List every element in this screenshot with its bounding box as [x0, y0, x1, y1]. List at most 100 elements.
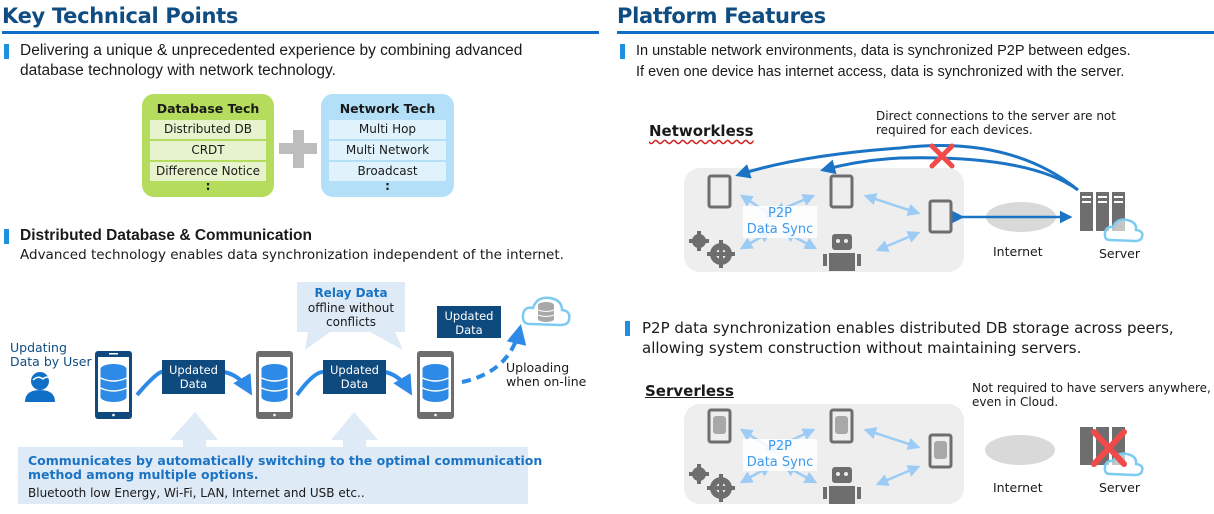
- networkless-note-line-2: required for each devices.: [876, 123, 1033, 137]
- p2p-data-sync-label: P2P Data Sync: [743, 206, 817, 238]
- gears-icon: [689, 231, 735, 268]
- cloud-icon: [1103, 218, 1144, 243]
- upload-line-1: Uploading: [506, 360, 570, 375]
- phone-database-icon: [95, 351, 132, 419]
- internet-label: Internet: [993, 480, 1043, 495]
- platform-intro-line-2: If even one device has internet access, …: [636, 64, 1125, 80]
- user-label-line-1: Updating: [10, 340, 67, 355]
- tablet-icon: [829, 174, 854, 209]
- user-label: Updating Data by User: [10, 341, 92, 369]
- up-arrow: [170, 412, 218, 450]
- serverless-intro: P2P data synchronization enables distrib…: [642, 318, 1174, 358]
- upload-label: Uploading when on-line: [506, 361, 586, 389]
- internet-label: Internet: [993, 244, 1043, 259]
- tablet-database-icon: [707, 408, 732, 444]
- database-tech-more: :: [205, 179, 211, 193]
- updated-data-badge: Updated Data: [323, 360, 386, 394]
- networkless-diagram: [689, 143, 1144, 271]
- upload-line-2: when on-line: [506, 374, 587, 389]
- p2p-line-1: P2P: [768, 439, 792, 454]
- internet-cloud-icon: [985, 435, 1055, 465]
- tablet-database-icon: [829, 408, 854, 444]
- flow-diagram: [25, 282, 571, 450]
- phone-database-icon: [256, 351, 293, 419]
- intro-text: Delivering a unique & unprecedented expe…: [20, 41, 580, 81]
- updated-data-line-2: Data: [455, 323, 483, 337]
- network-tech-title: Network Tech: [339, 101, 436, 116]
- platform-intro-line-1: In unstable network environments, data i…: [636, 43, 1131, 59]
- updated-data-line-1: Updated: [330, 363, 379, 377]
- no-server-x-icon: [1091, 429, 1127, 467]
- gears-icon: [689, 464, 735, 502]
- communication-options: Bluetooth low Energy, Wi-Fi, LAN, Intern…: [28, 486, 365, 500]
- database-tech-title: Database Tech: [156, 101, 260, 116]
- updated-data-line-1: Updated: [444, 309, 494, 323]
- title-rule: [2, 31, 599, 34]
- robot-icon: [823, 234, 861, 271]
- tablet-icon: [928, 199, 953, 234]
- network-tech-item: Multi Network: [329, 141, 446, 160]
- p2p-line-2: Data Sync: [746, 222, 814, 237]
- p2p-line-2: Data Sync: [746, 455, 814, 470]
- bullet-marker: [625, 321, 630, 336]
- updated-data-line-2: Data: [179, 377, 208, 391]
- robot-icon: [823, 467, 861, 504]
- bullet-marker: [4, 44, 9, 59]
- intro-line-1: Delivering a unique & unprecedented expe…: [20, 42, 523, 59]
- communication-title-line-2: method among multiple options.: [28, 467, 259, 482]
- server-label: Server: [1099, 246, 1140, 261]
- serverless-note-line-1: Not required to have servers anywhere,: [972, 381, 1211, 395]
- relay-data-callout-text: Relay Data offline without conflicts: [297, 286, 405, 330]
- key-technical-points-title: Key Technical Points: [2, 4, 239, 28]
- user-label-line-2: Data by User: [10, 354, 92, 369]
- server-label: Server: [1099, 480, 1140, 495]
- networkless-note-line-1: Direct connections to the server are not: [876, 109, 1116, 123]
- tablet-icon: [707, 174, 732, 209]
- server-arrow: [735, 144, 1079, 192]
- distributed-db-heading: Distributed Database & Communication: [20, 227, 312, 244]
- serverless-diagram: [689, 408, 1144, 504]
- network-tech-item: Broadcast: [329, 162, 446, 181]
- platform-intro: In unstable network environments, data i…: [636, 41, 1211, 83]
- p2p-line-1: P2P: [768, 206, 792, 221]
- network-tech-item: Multi Hop: [329, 120, 446, 139]
- distributed-db-subtext: Advanced technology enables data synchro…: [20, 247, 564, 263]
- networkless-heading: Networkless: [649, 122, 754, 140]
- communication-title-line-1: Communicates by automatically switching …: [28, 453, 543, 468]
- relay-data-line-2: conflicts: [326, 315, 376, 329]
- database-tech-item: Distributed DB: [150, 120, 266, 139]
- communication-title: Communicates by automatically switching …: [28, 454, 542, 482]
- network-tech-more: :: [385, 179, 390, 193]
- tablet-database-icon: [928, 433, 953, 469]
- blocked-x-icon: [929, 143, 955, 169]
- database-tech-item: CRDT: [150, 141, 266, 160]
- serverless-intro-line-2: allowing system construction without mai…: [642, 339, 1082, 357]
- up-arrow: [331, 412, 378, 450]
- p2p-data-sync-label: P2P Data Sync: [743, 439, 817, 471]
- relay-callout: [297, 282, 405, 350]
- updated-data-line-2: Data: [340, 377, 369, 391]
- server-arrow: [820, 156, 1079, 192]
- intro-line-2: database technology with network technol…: [20, 62, 336, 79]
- cloud-database-icon: [521, 296, 571, 327]
- network-tech-box: Network Tech Multi Hop Multi Network Bro…: [321, 94, 454, 197]
- relay-data-title: Relay Data: [314, 286, 388, 300]
- server-icon: [1080, 192, 1125, 231]
- serverless-intro-line-1: P2P data synchronization enables distrib…: [642, 319, 1174, 337]
- communication-box: [18, 447, 528, 504]
- bullet-marker: [620, 44, 625, 59]
- database-tech-box: Database Tech Distributed DB CRDT Differ…: [142, 94, 274, 197]
- serverless-note: Not required to have servers anywhere, e…: [972, 381, 1211, 409]
- updated-data-badge: Updated Data: [437, 306, 501, 338]
- updated-data-line-1: Updated: [169, 363, 218, 377]
- serverless-note-line-2: even in Cloud.: [972, 395, 1059, 409]
- user-icon: [25, 372, 55, 402]
- database-tech-item: Difference Notice: [150, 162, 266, 181]
- serverless-heading: Serverless: [645, 382, 734, 400]
- platform-features-title: Platform Features: [617, 4, 826, 28]
- title-rule: [617, 31, 1214, 34]
- plus-icon: [279, 130, 317, 168]
- phone-database-icon: [417, 351, 454, 419]
- relay-data-line-1: offline without: [307, 300, 395, 315]
- updated-data-badge: Updated Data: [162, 360, 225, 394]
